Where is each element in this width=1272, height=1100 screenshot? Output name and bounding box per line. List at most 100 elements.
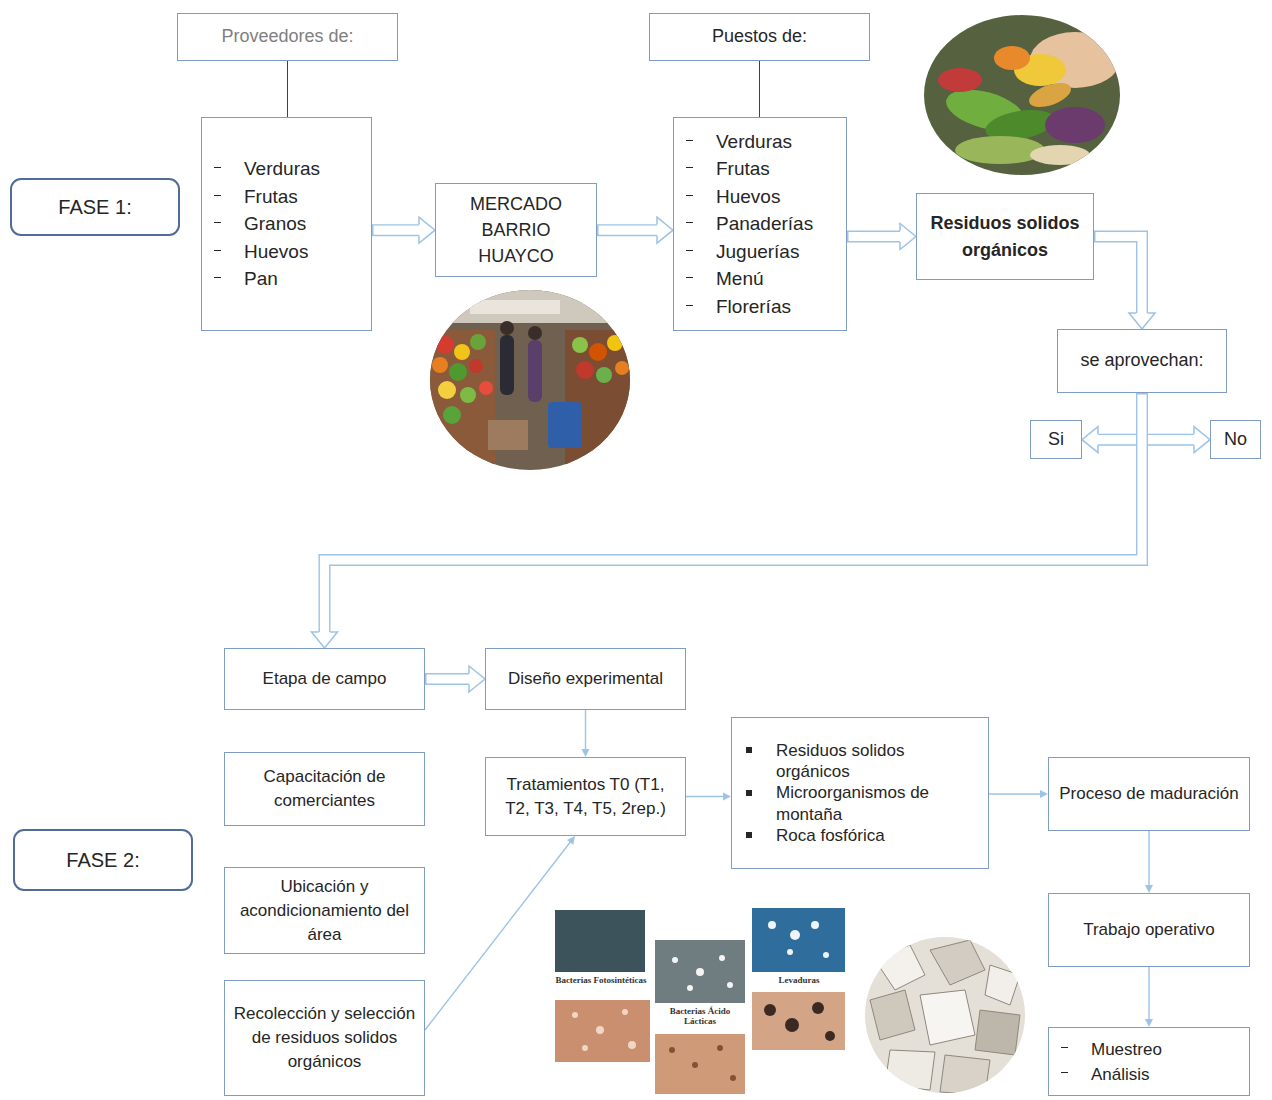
text-row: Frutas bbox=[684, 155, 838, 183]
illustration-part bbox=[764, 1004, 776, 1016]
process-box: Capacitación de comerciantes bbox=[224, 752, 425, 826]
illustration-part bbox=[425, 330, 495, 470]
illustration-part bbox=[470, 334, 486, 350]
node-body: FASE 1: bbox=[20, 194, 170, 220]
process-box: Trabajo operativo bbox=[1048, 893, 1250, 967]
node-text: Pan bbox=[244, 265, 363, 293]
node-text: Verduras bbox=[716, 128, 838, 156]
illustration-part bbox=[438, 381, 456, 399]
illustration-part bbox=[449, 363, 467, 381]
list-box: MuestreoAnálisis bbox=[1048, 1027, 1250, 1096]
text-row: Menú bbox=[684, 265, 838, 293]
connector-line bbox=[759, 61, 760, 117]
node-text: Puestos de: bbox=[712, 26, 807, 46]
illustration-part bbox=[655, 1034, 745, 1094]
connector bbox=[287, 61, 288, 117]
text-row: Pan bbox=[212, 265, 363, 293]
node-text: Frutas bbox=[244, 183, 363, 211]
bullet-marker bbox=[212, 238, 244, 257]
illustration-part bbox=[727, 982, 733, 988]
node-body: Trabajo operativo bbox=[1057, 919, 1241, 941]
illustration-part bbox=[1026, 78, 1074, 112]
node-body: MuestreoAnálisis bbox=[1059, 1037, 1241, 1087]
connector bbox=[1145, 831, 1153, 893]
node-body: Proceso de maduración bbox=[1057, 782, 1241, 806]
text-row: se aprovechan: bbox=[1066, 349, 1218, 372]
arrow-head bbox=[469, 666, 485, 692]
text-row: Roca fosfórica bbox=[742, 825, 980, 846]
illustration-part bbox=[719, 955, 725, 961]
node-text: Menú bbox=[716, 265, 838, 293]
connector bbox=[1094, 237, 1155, 330]
arrow-outline bbox=[425, 673, 469, 685]
illustration-part bbox=[582, 1045, 588, 1051]
bullet-marker bbox=[1059, 1062, 1091, 1079]
phase-label: FASE 2: bbox=[13, 829, 193, 891]
node-text: Florerías bbox=[716, 293, 838, 321]
node-text: Juguerías bbox=[716, 238, 838, 266]
illustration-part bbox=[500, 321, 514, 335]
arrow-outline bbox=[597, 224, 657, 236]
illustration-part bbox=[768, 921, 776, 929]
node-text: Ubicación y acondicionamiento del área bbox=[240, 877, 409, 944]
process-box: Tratamientos T0 (T1, T2, T3, T4, T5, 2re… bbox=[485, 757, 686, 836]
arrow-head bbox=[582, 749, 590, 757]
illustration-part bbox=[615, 361, 629, 375]
connector bbox=[582, 710, 590, 757]
node-body: Ubicación y acondicionamiento del área bbox=[233, 875, 416, 946]
node-text: Etapa de campo bbox=[263, 669, 387, 688]
market-box: MERCADO BARRIO HUAYCO bbox=[435, 183, 597, 277]
text-row: MERCADO BARRIO HUAYCO bbox=[444, 191, 588, 269]
node-body: Residuos solidos orgánicosMicroorganismo… bbox=[742, 740, 980, 846]
illustration-part bbox=[479, 381, 493, 395]
connector bbox=[372, 217, 435, 243]
answer-box: No bbox=[1210, 420, 1261, 459]
illustration-part bbox=[752, 992, 845, 1050]
phase-label: FASE 1: bbox=[10, 178, 180, 236]
text-row: FASE 1: bbox=[20, 194, 170, 220]
arrow-outline bbox=[847, 231, 900, 243]
node-text: Diseño experimental bbox=[508, 669, 663, 688]
illustration-part bbox=[752, 908, 845, 972]
illustration-part bbox=[930, 940, 985, 985]
text-row: Huevos bbox=[212, 238, 363, 266]
node-text: Tratamientos T0 (T1, T2, T3, T4, T5, 2re… bbox=[505, 775, 666, 818]
text-row: Muestreo bbox=[1059, 1037, 1241, 1062]
illustration-part bbox=[436, 336, 454, 354]
node-text: se aprovechan: bbox=[1080, 350, 1203, 370]
arrow-outline bbox=[325, 393, 1143, 632]
illustration-part bbox=[443, 406, 461, 424]
node-body: VerdurasFrutasHuevosPanaderíasJugueríasM… bbox=[684, 128, 838, 321]
illustration-part bbox=[811, 921, 819, 929]
illustration-part bbox=[790, 930, 800, 940]
illustration-part bbox=[885, 1050, 935, 1090]
illustration-part bbox=[823, 952, 829, 958]
connector-line bbox=[1148, 967, 1149, 1020]
illustration-part bbox=[488, 420, 528, 450]
arrow-head bbox=[1145, 885, 1153, 893]
illustration-part bbox=[425, 285, 640, 480]
text-row: Recolección y selección de residuos soli… bbox=[233, 1002, 416, 1073]
text-row: Puestos de: bbox=[658, 25, 861, 48]
answer-box: Si bbox=[1030, 420, 1082, 459]
illustration-part bbox=[940, 1055, 990, 1095]
node-text: Proveedores de: bbox=[221, 26, 353, 46]
illustration-part bbox=[454, 344, 470, 360]
illustration-part bbox=[870, 990, 915, 1040]
text-row: No bbox=[1219, 428, 1252, 451]
illustration-part bbox=[565, 330, 640, 470]
illustration-part bbox=[975, 1010, 1020, 1055]
node-text: Verduras bbox=[244, 155, 363, 183]
arrow-head bbox=[1129, 313, 1155, 329]
bullet-marker bbox=[684, 238, 716, 257]
bullet-marker bbox=[742, 740, 776, 757]
list-box: Residuos solidos orgánicosMicroorganismo… bbox=[731, 717, 989, 869]
illustration-part bbox=[555, 910, 645, 972]
illustration-part bbox=[875, 945, 925, 990]
text-row: Verduras bbox=[212, 155, 363, 183]
connector bbox=[312, 393, 1143, 648]
node-text: Residuos solidos orgánicos bbox=[930, 213, 1079, 259]
node-text: Trabajo operativo bbox=[1083, 920, 1215, 939]
illustration-part bbox=[548, 402, 582, 448]
illustration-part bbox=[994, 46, 1030, 70]
